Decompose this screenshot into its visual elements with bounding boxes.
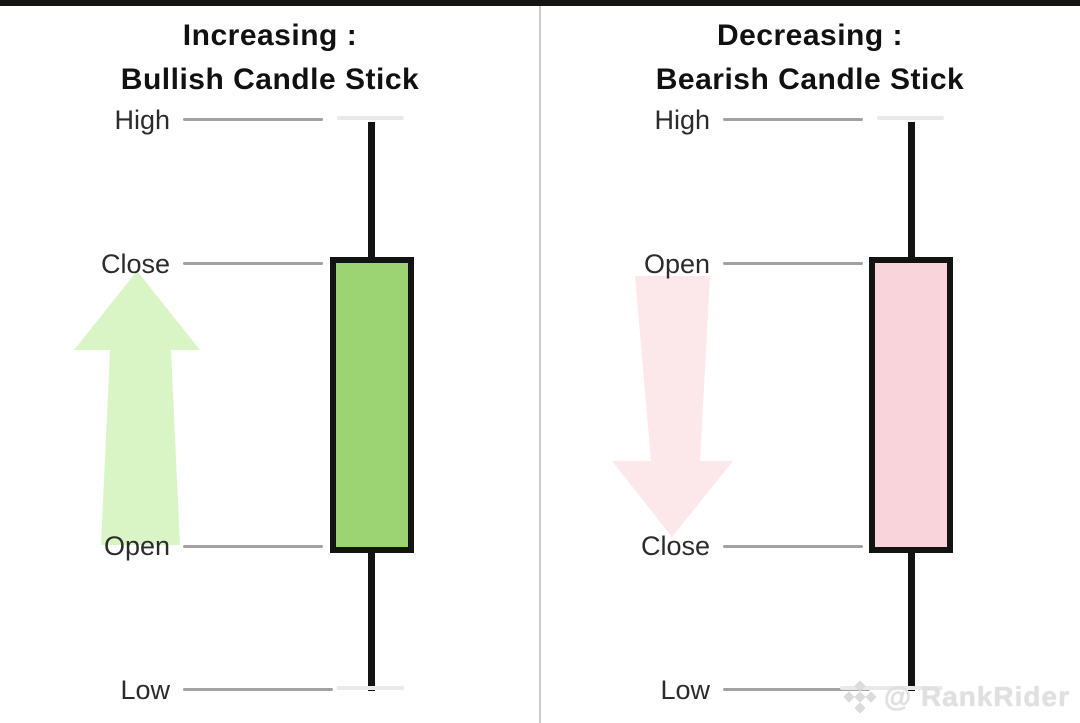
bullish-high-tick: [337, 116, 404, 120]
bullish-candle-body: [330, 257, 414, 553]
bullish-close-label: Close: [100, 249, 170, 279]
bearish-panel-title: Decreasing : Bearish Candle Stick: [540, 14, 1080, 102]
diamond-logo-icon: [843, 680, 877, 714]
bearish-upper-wick: [908, 122, 915, 263]
bullish-lower-wick: [368, 547, 375, 691]
watermark-text: @ RankRider: [883, 681, 1070, 712]
bullish-open-label: Open: [103, 531, 170, 561]
up-arrow: [74, 271, 200, 545]
bullish-low-tick: [337, 686, 404, 690]
top-black-bar: [0, 0, 1080, 6]
bullish-low-leader-line: [183, 688, 333, 691]
bearish-open-leader-line: [723, 262, 863, 265]
bearish-lower-wick: [908, 547, 915, 691]
bearish-high-label: High: [654, 105, 710, 135]
bullish-panel-title: Increasing : Bullish Candle Stick: [0, 14, 540, 102]
panel-divider-line: [539, 6, 541, 723]
bearish-candle-body: [869, 257, 953, 553]
bearish-low-leader-line: [723, 688, 870, 691]
bearish-close-label: Close: [640, 531, 710, 561]
bullish-high-leader-line: [183, 118, 323, 121]
bullish-low-label: Low: [120, 675, 170, 705]
bearish-high-tick: [877, 116, 944, 120]
bullish-upper-wick: [368, 122, 375, 263]
down-arrow: [612, 276, 733, 537]
bullish-title-line1: Increasing :: [182, 19, 358, 52]
bullish-title-line2: Bullish Candle Stick: [120, 63, 420, 96]
bearish-low-tick: [840, 686, 943, 690]
bearish-high-leader-line: [723, 118, 863, 121]
bearish-open-label: Open: [643, 249, 710, 279]
bearish-title-line1: Decreasing :: [716, 19, 904, 52]
bearish-title-line2: Bearish Candle Stick: [655, 63, 965, 96]
bearish-close-leader-line: [723, 545, 863, 548]
bullish-close-leader-line: [183, 262, 323, 265]
bullish-high-label: High: [114, 105, 170, 135]
bullish-open-leader-line: [183, 545, 323, 548]
bearish-low-label: Low: [660, 675, 710, 705]
watermark: @ RankRider: [843, 680, 1070, 714]
